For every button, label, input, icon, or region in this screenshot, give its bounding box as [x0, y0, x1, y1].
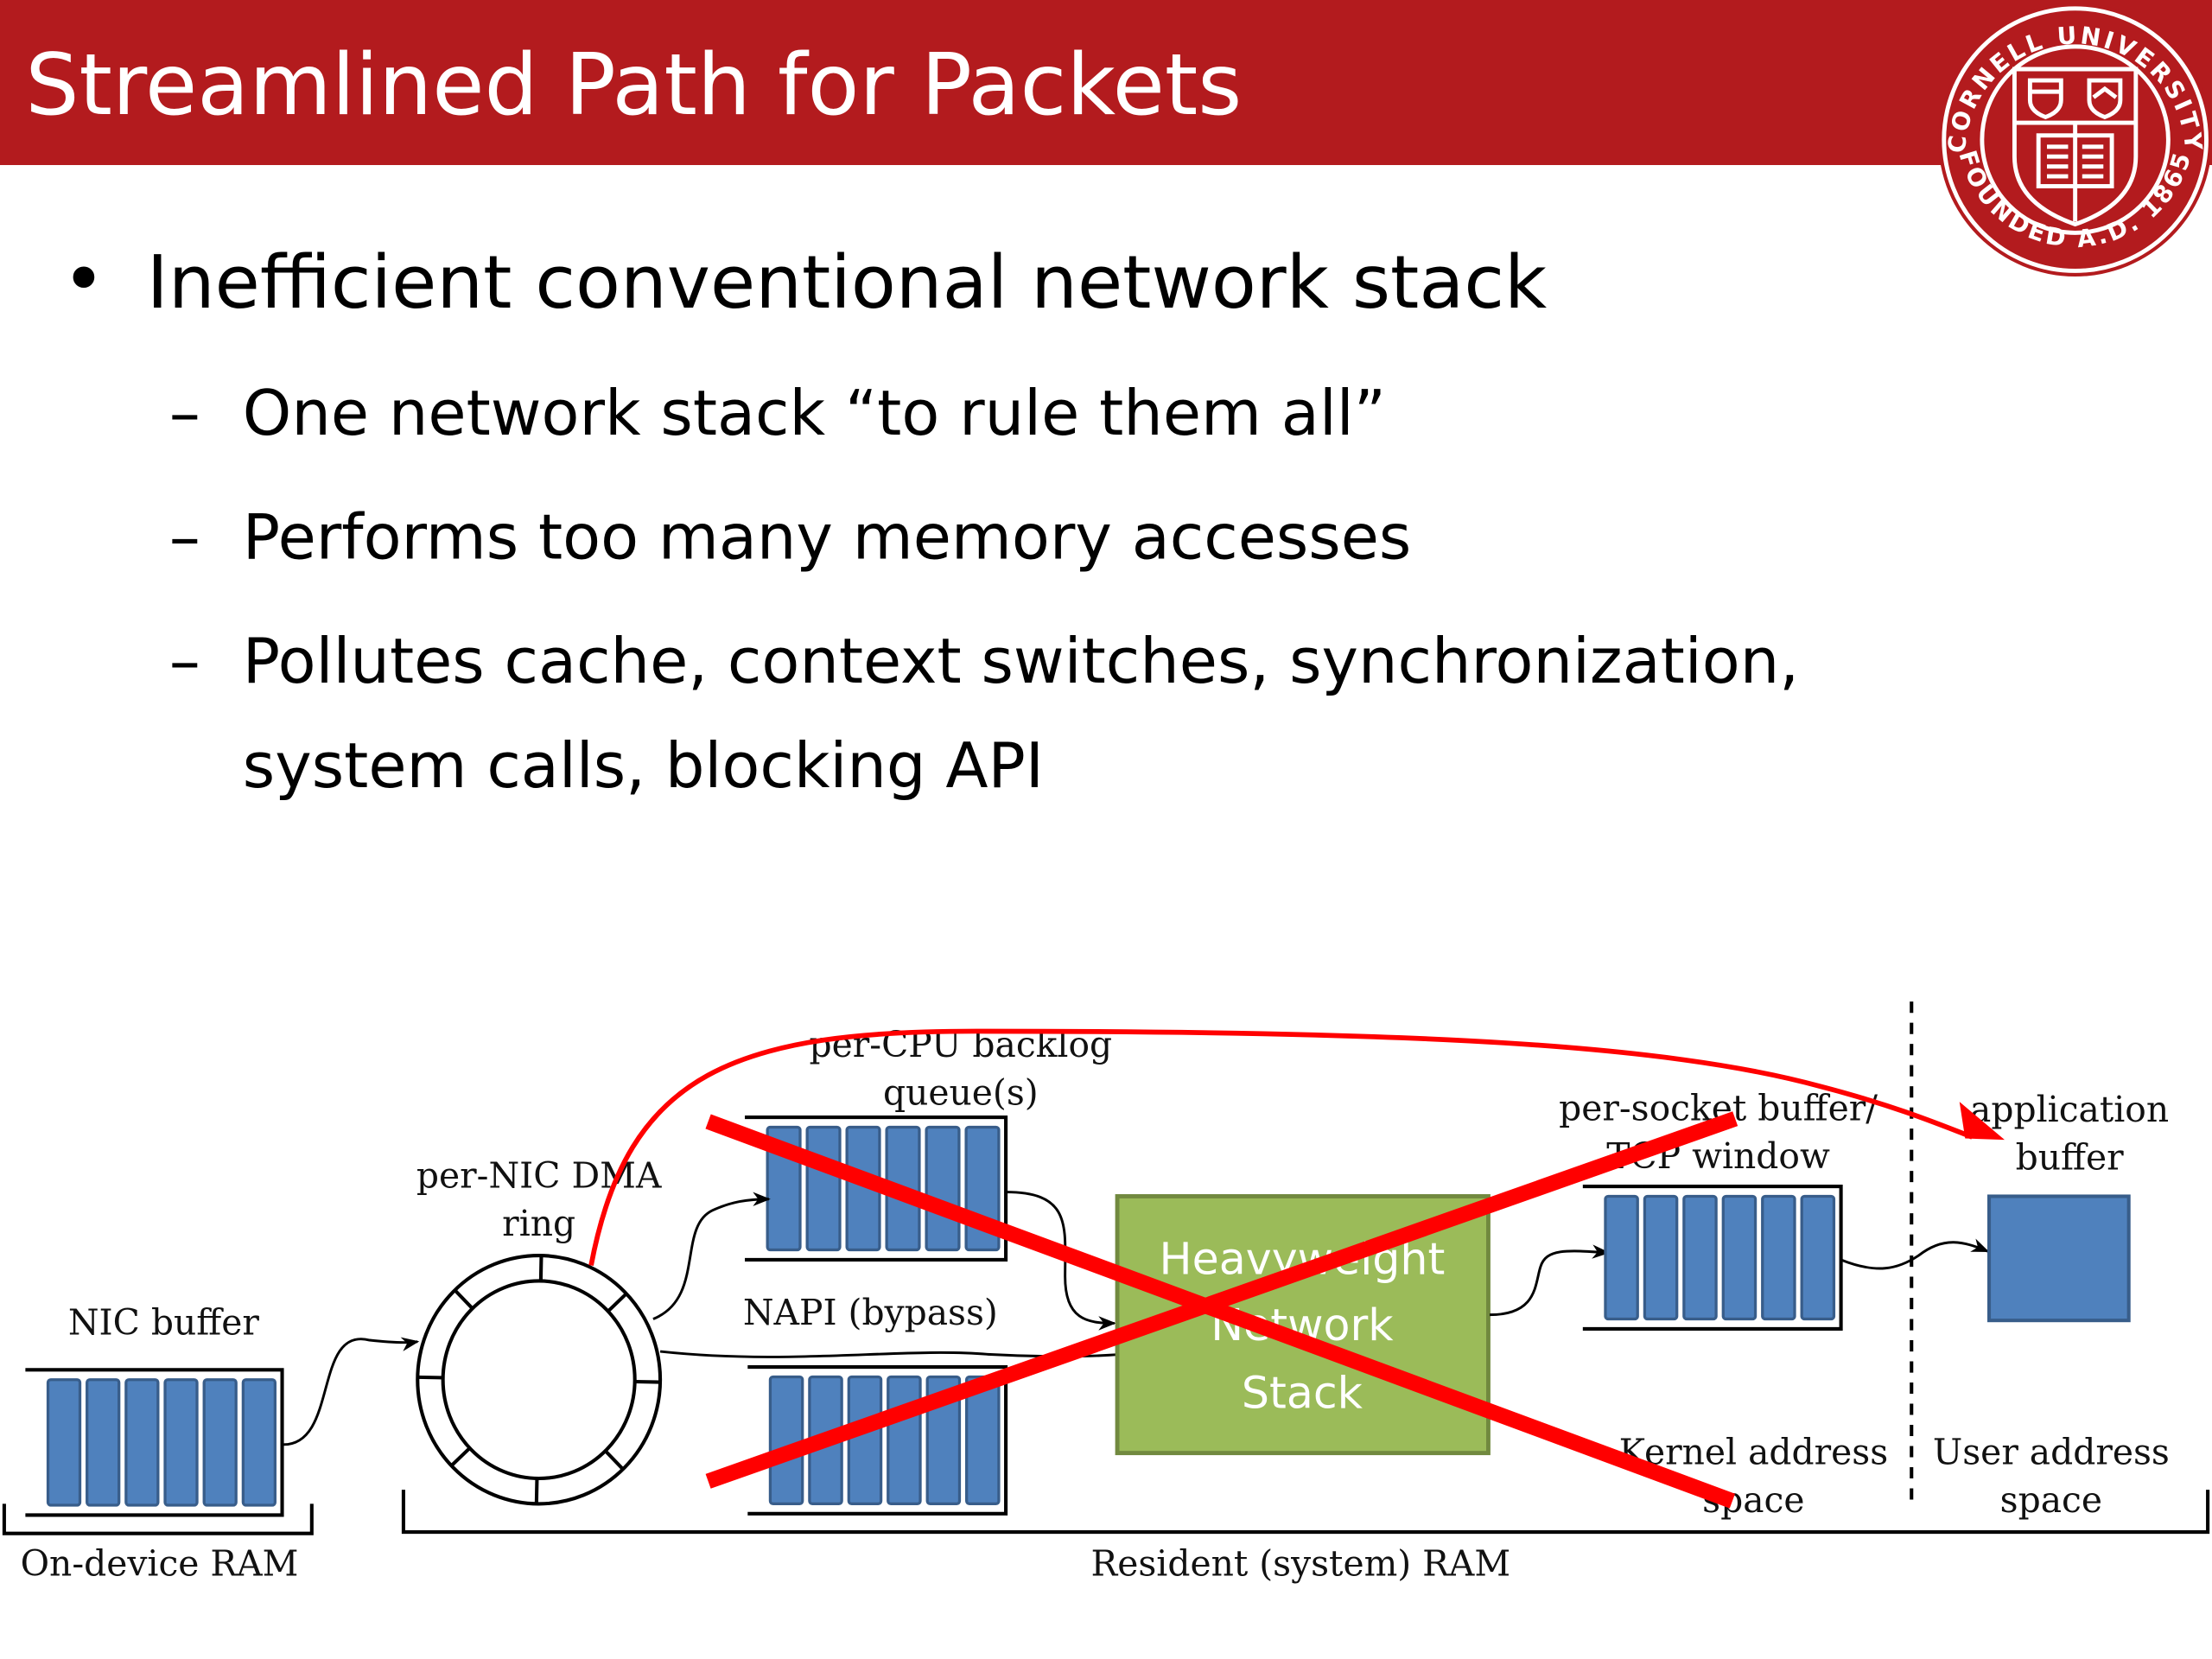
- ring-segment-divider: [450, 1446, 472, 1467]
- bullet-list: • Inefficient conventional network stack…: [62, 238, 1799, 802]
- app-buffer-label-line2: buffer: [2016, 1136, 2125, 1178]
- queue-frame: [747, 1365, 1008, 1516]
- ring-segment-divider: [417, 1375, 443, 1380]
- connector-backlog-to-stack: [1006, 1191, 1116, 1331]
- queue-slot: [847, 1375, 883, 1506]
- bullet-item: Inefficient conventional network stack: [147, 240, 1547, 326]
- sub-bullet-marker: –: [169, 377, 200, 449]
- queue-frame: [1582, 1185, 1843, 1331]
- app-buffer-label-line1: application: [1970, 1089, 2169, 1130]
- connector-stack-to-socket: [1490, 1244, 1611, 1317]
- application-buffer-box: [1987, 1194, 2131, 1323]
- cornell-seal-logo: CORNELL UNIVERSITY FOUNDED A.D. 1865: [1938, 3, 2212, 276]
- sub-bullet-item: Performs too many memory accesses: [243, 501, 1412, 574]
- bullet-marker: •: [62, 238, 105, 323]
- bypass-arrow-path: [588, 1028, 1974, 1267]
- queue-slot: [1643, 1194, 1679, 1321]
- dma-ring: [416, 1254, 663, 1506]
- napi-queue-label: NAPI (bypass): [743, 1292, 998, 1333]
- napi-queue: [747, 1365, 1008, 1516]
- ring-segment-divider: [604, 1449, 625, 1471]
- queue-slot: [1721, 1194, 1758, 1321]
- queue-frame: [25, 1368, 284, 1517]
- user-space-label-line2: space: [2000, 1479, 2102, 1521]
- queue-slot: [805, 1125, 842, 1252]
- queue-slot: [86, 1378, 121, 1507]
- socket-buffer-queue: [1582, 1185, 1843, 1331]
- connector-socket-to-app: [1840, 1238, 1990, 1270]
- queue-slot: [1800, 1194, 1836, 1321]
- bypass-arrow: [588, 1028, 2005, 1267]
- network-stack-box: [1115, 1194, 1491, 1456]
- on-device-ram-label: On-device RAM: [21, 1543, 299, 1585]
- queue-slot: [163, 1378, 199, 1507]
- queue-slot: [925, 1125, 961, 1252]
- connector-ring-to-backlog: [652, 1192, 771, 1320]
- user-space-label-line1: User address: [1933, 1432, 2170, 1473]
- ring-segment-divider: [538, 1255, 543, 1281]
- queue-slot: [46, 1378, 82, 1507]
- sub-bullet-marker: –: [169, 501, 200, 574]
- shield-icon: [2012, 67, 2139, 227]
- queue-slot: [1682, 1194, 1718, 1321]
- queue-slot: [241, 1378, 276, 1507]
- nic-buffer-label: NIC buffer: [68, 1301, 260, 1343]
- connector-nic-to-ring: [283, 1337, 420, 1446]
- queue-slot: [124, 1378, 160, 1507]
- dma-ring-label-line2: ring: [502, 1203, 575, 1244]
- queue-slot: [202, 1378, 238, 1507]
- cross-out-marks: [705, 1111, 1738, 1509]
- sub-bullet-marker: –: [169, 625, 200, 697]
- queue-slot: [1761, 1194, 1796, 1321]
- bypass-arrowhead-icon: [1959, 1102, 2005, 1141]
- backlog-queue-label-line2: queue(s): [883, 1071, 1039, 1113]
- network-stack-label-line3: Stack: [1242, 1367, 1363, 1418]
- queue-frame: [745, 1116, 1008, 1262]
- ring-segment-divider: [453, 1288, 474, 1310]
- ring-segment-divider: [607, 1292, 628, 1313]
- kernel-space-label-line1: Kernel address: [1619, 1432, 1889, 1473]
- resident-ram-label: Resident (system) RAM: [1090, 1543, 1510, 1585]
- nic-buffer-queue: [25, 1368, 284, 1517]
- queue-slot: [768, 1375, 804, 1506]
- slide-title: Streamlined Path for Packets: [25, 36, 1242, 135]
- title-bar: [0, 0, 2212, 166]
- queue-slot: [1604, 1194, 1639, 1321]
- on-device-ram-bracket: [2, 1503, 314, 1535]
- cross-out-line-2: [705, 1111, 1738, 1489]
- packet-path-diagram: NIC buffer On-device RAM per-NIC DMA rin…: [2, 1001, 2210, 1585]
- sub-bullet-item: Pollutes cache, context switches, synchr…: [243, 625, 1799, 697]
- resident-ram-bracket: [401, 1490, 2210, 1535]
- dma-ring-label-line1: per-NIC DMA: [416, 1155, 662, 1197]
- cross-out-line-1: [705, 1114, 1736, 1509]
- ring-inner: [441, 1279, 637, 1481]
- sub-bullet-item: One network stack “to rule them all”: [243, 377, 1386, 449]
- sub-bullet-item-continuation: system calls, blocking API: [243, 729, 1044, 802]
- queue-slot: [887, 1375, 922, 1506]
